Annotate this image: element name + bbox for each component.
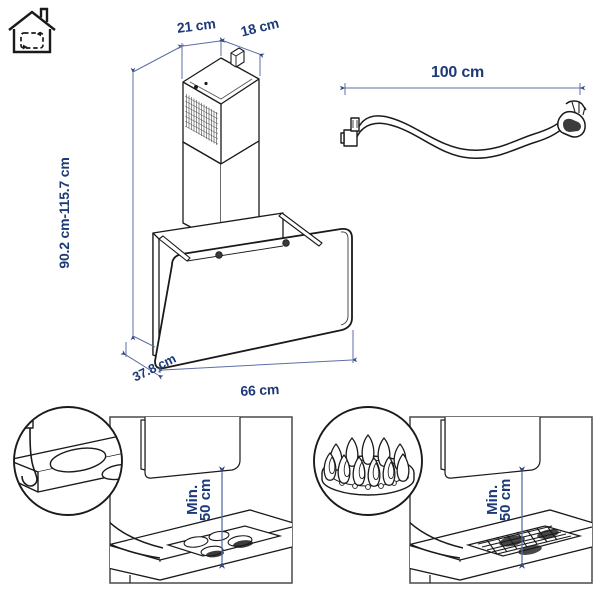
dim-label-hood-width: 66 cm — [240, 380, 280, 399]
min-clearance-label-gas-line2: 50 cm — [497, 478, 515, 522]
power-cable — [355, 115, 565, 159]
hood-glass-panel-inner-edge — [340, 231, 349, 326]
min-clearance-label-electric-line2: 50 cm — [197, 478, 215, 522]
cable-connector-contacts — [352, 120, 358, 128]
cable-plug-shading — [563, 118, 581, 132]
cable-appliance-connector — [340, 117, 360, 147]
chimney-vent-grille — [184, 94, 219, 145]
magnifier-gas-ring — [313, 406, 423, 516]
recirculation-arrow-loop — [20, 32, 44, 49]
recirculation-arrowheads — [23, 31, 41, 50]
dim-total-height — [130, 44, 185, 348]
chimney-top-clips — [194, 81, 208, 89]
detail-panel-gas-scene — [410, 417, 592, 583]
dim-label-total-height: 90.2 cm-115.7 cm — [56, 157, 72, 269]
dim-chimney-depth — [218, 37, 265, 76]
hood-chimney — [182, 47, 260, 244]
hood-panel-hinges — [158, 212, 323, 262]
house-recirculation-icon — [8, 7, 56, 54]
magnifier-electric-content — [14, 407, 122, 515]
dim-label-cable-length: 100 cm — [431, 64, 485, 81]
magnifier-electric-ring — [13, 406, 123, 516]
power-cable-dimension — [339, 83, 586, 95]
dim-hood-depth — [120, 342, 164, 380]
magnifier-gas-content — [314, 407, 422, 515]
